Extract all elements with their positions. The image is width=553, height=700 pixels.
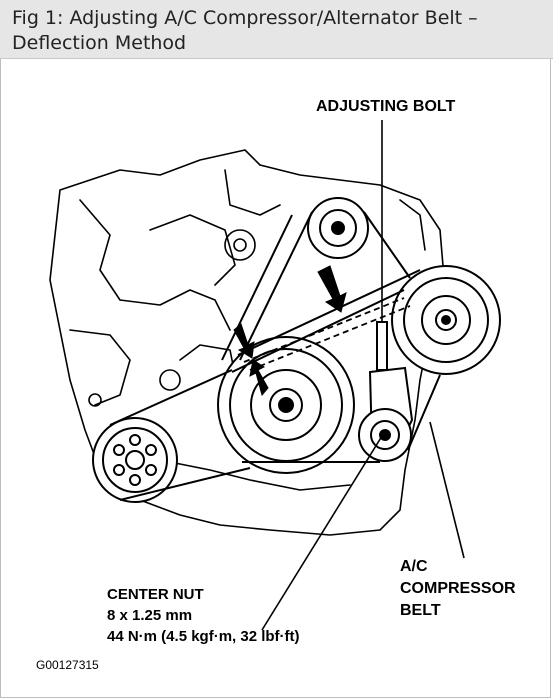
- ac-compressor-belt: [237, 269, 441, 463]
- caption-line-1: Fig 1: Adjusting A/C Compressor/Alternat…: [12, 7, 478, 29]
- deflection-line: [243, 297, 405, 363]
- center-nut-title: CENTER NUT: [107, 586, 204, 603]
- center-nut-leader: [261, 435, 383, 631]
- ac-compressor-belt-label: A/C COMPRESSOR BELT: [400, 556, 516, 622]
- bolt-head: [224, 229, 256, 261]
- ac-belt-leader: [429, 421, 465, 559]
- caption-line-2: Deflection Method: [12, 32, 187, 54]
- figure-code: G00127315: [36, 658, 99, 672]
- adjusting-bolt: [376, 321, 388, 371]
- figure-caption: Fig 1: Adjusting A/C Compressor/Alternat…: [0, 0, 553, 59]
- engine-detail-3: [69, 329, 131, 406]
- engine-detail-5: [399, 199, 426, 251]
- bolt-head: [88, 393, 102, 407]
- ac-label-line-3: BELT: [400, 602, 441, 619]
- adjusting-bolt-label: ADJUSTING BOLT: [316, 98, 456, 115]
- engine-detail-1: [79, 199, 231, 331]
- center-nut-label: CENTER NUT 8 x 1.25 mm 44 N·m (4.5 kgf·m…: [107, 584, 300, 647]
- ac-label-line-2: COMPRESSOR: [400, 580, 516, 597]
- bolt-head: [233, 238, 247, 252]
- measure-arrow: [249, 359, 269, 397]
- center-nut-size: 8 x 1.25 mm: [107, 607, 193, 624]
- measure-arrow: [233, 323, 255, 359]
- belt-diagram: [49, 120, 501, 631]
- engine-detail-2: [149, 214, 236, 286]
- alternator-belt: [239, 211, 411, 361]
- deflection-arrow: [317, 265, 347, 313]
- bolt-head: [159, 369, 181, 391]
- power-steering-belt: [109, 369, 251, 501]
- engine-detail-6: [159, 459, 351, 491]
- center-nut-torque: 44 N·m (4.5 kgf·m, 32 lbf·ft): [107, 628, 300, 645]
- engine-detail-4: [224, 169, 281, 216]
- ac-label-line-1: A/C: [400, 558, 428, 575]
